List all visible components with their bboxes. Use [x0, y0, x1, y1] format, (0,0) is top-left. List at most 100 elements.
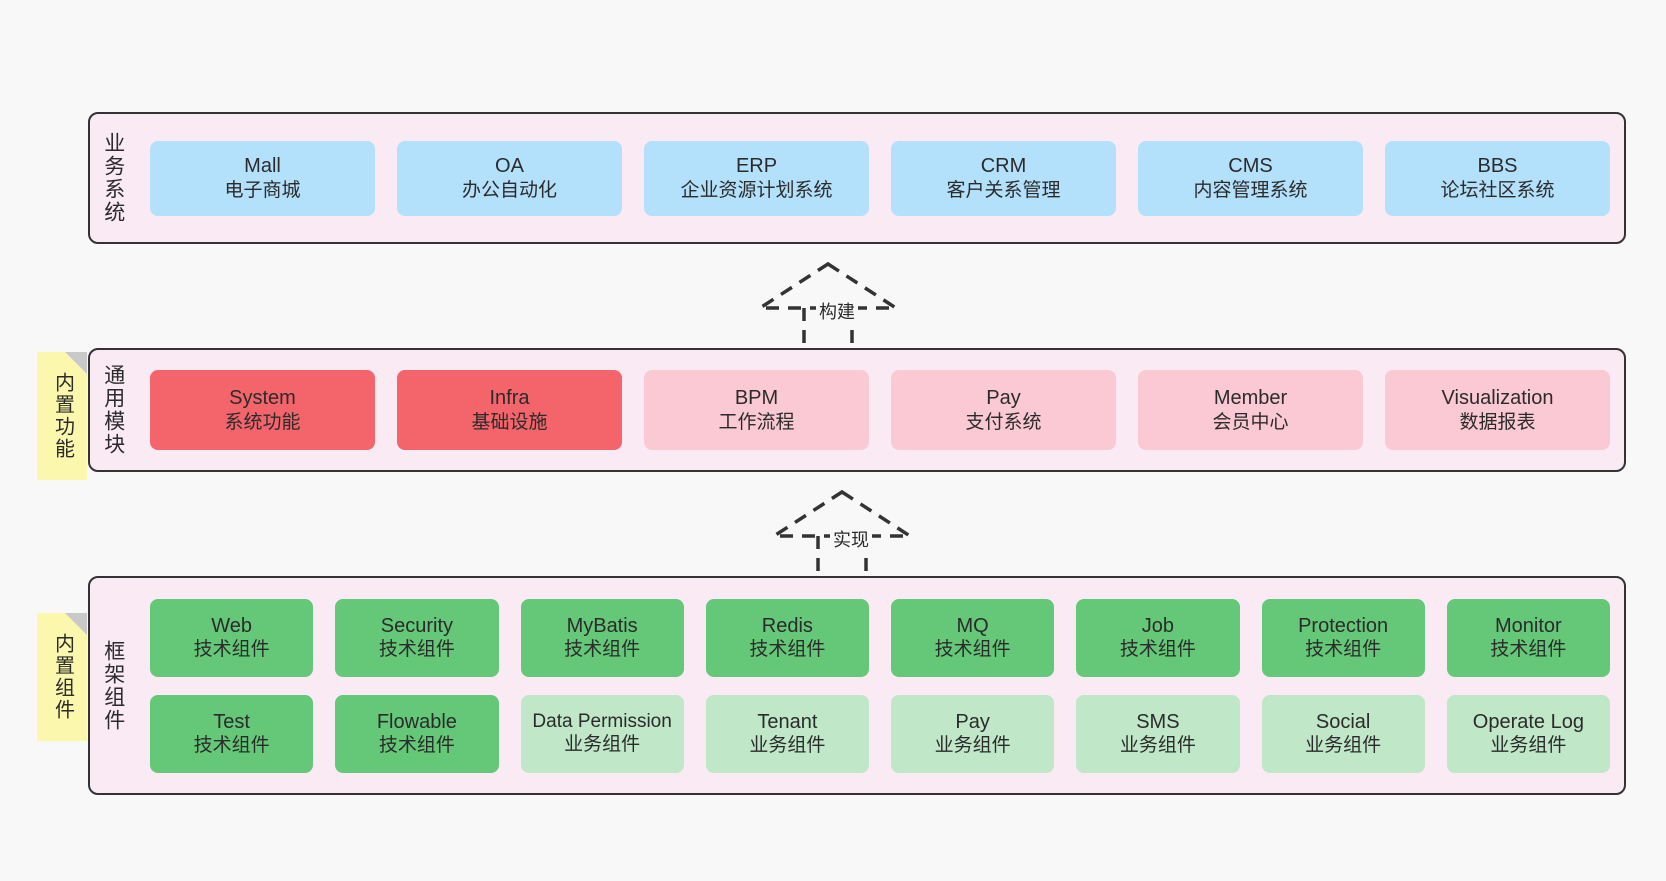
node-cms[interactable]: CMS 内容管理系统: [1138, 140, 1363, 216]
node-subtitle: 技术组件: [193, 735, 270, 757]
node-subtitle: 业务组件: [1119, 735, 1196, 757]
section-framework-components: 框架组件 Web 技术组件 Security 技术组件 MyBatis 技术组件…: [88, 576, 1626, 795]
section-body-business-systems: Mall 电子商城 OA 办公自动化 ERP 企业资源计划系统 CRM 客户关系…: [136, 114, 1624, 242]
node-subtitle: 业务组件: [934, 735, 1011, 757]
node-title: Data Permission: [532, 710, 672, 732]
node-subtitle: 技术组件: [378, 639, 455, 661]
node-subtitle: 业务组件: [1490, 735, 1567, 757]
node-subtitle: 技术组件: [749, 639, 826, 661]
node-title: BPM: [734, 387, 779, 410]
node-title: Web: [211, 614, 252, 637]
node-title: CRM: [980, 155, 1027, 178]
node-title: MQ: [956, 614, 989, 637]
node-subtitle: 技术组件: [378, 735, 455, 757]
node-title: Redis: [761, 614, 813, 637]
node-subtitle: 数据报表: [1459, 411, 1536, 433]
node-pay-component[interactable]: Pay 业务组件: [891, 694, 1055, 773]
node-subtitle: 业务组件: [564, 734, 641, 756]
node-bbs[interactable]: BBS 论坛社区系统: [1385, 140, 1610, 216]
section-title-business-systems: 业务系统: [101, 132, 125, 224]
node-mybatis[interactable]: MyBatis 技术组件: [520, 598, 684, 677]
section-body-common-modules: System 系统功能 Infra 基础设施 BPM 工作流程 Pay 支付系统…: [136, 350, 1624, 470]
node-row: Web 技术组件 Security 技术组件 MyBatis 技术组件 Redi…: [150, 598, 1610, 677]
node-crm[interactable]: CRM 客户关系管理: [891, 140, 1116, 216]
note-label: 内置功能: [51, 372, 74, 460]
node-erp[interactable]: ERP 企业资源计划系统: [644, 140, 869, 216]
node-subtitle: 论坛社区系统: [1440, 179, 1555, 201]
node-mall[interactable]: Mall 电子商城: [150, 140, 375, 216]
section-title-common-modules: 通用模块: [101, 364, 125, 456]
node-infra[interactable]: Infra 基础设施: [397, 370, 622, 450]
node-title: Operate Log: [1472, 710, 1584, 733]
node-title: Member: [1213, 387, 1288, 410]
node-subtitle: 电子商城: [224, 179, 301, 201]
node-title: Security: [380, 614, 453, 637]
node-title: CMS: [1228, 155, 1273, 178]
node-subtitle: 技术组件: [1119, 639, 1196, 661]
node-flowable[interactable]: Flowable 技术组件: [335, 694, 499, 773]
connector-implement-label: 实现: [830, 526, 872, 552]
node-title: Pay: [955, 710, 990, 733]
node-subtitle: 技术组件: [564, 639, 641, 661]
node-subtitle: 技术组件: [193, 639, 270, 661]
node-test[interactable]: Test 技术组件: [150, 694, 314, 773]
node-web[interactable]: Web 技术组件: [150, 598, 314, 677]
note-builtin-components: 内置组件: [37, 613, 87, 741]
node-job[interactable]: Job 技术组件: [1076, 598, 1240, 677]
node-oa[interactable]: OA 办公自动化: [397, 140, 622, 216]
node-subtitle: 工作流程: [718, 411, 795, 433]
node-operate-log[interactable]: Operate Log 业务组件: [1446, 694, 1610, 773]
node-subtitle: 技术组件: [1305, 639, 1382, 661]
node-title: SMS: [1136, 710, 1180, 733]
node-subtitle: 企业资源计划系统: [680, 179, 833, 201]
node-title: Mall: [244, 155, 281, 178]
node-data-permission[interactable]: Data Permission 业务组件: [520, 694, 684, 773]
node-subtitle: 基础设施: [471, 411, 548, 433]
node-subtitle: 内容管理系统: [1193, 179, 1308, 201]
note-builtin-features: 内置功能: [37, 352, 87, 480]
node-subtitle: 业务组件: [1305, 735, 1382, 757]
connector-implement: 实现: [768, 489, 916, 580]
connector-build: 构建: [754, 261, 902, 352]
node-sms[interactable]: SMS 业务组件: [1076, 694, 1240, 773]
node-title: Tenant: [757, 710, 818, 733]
node-subtitle: 会员中心: [1212, 411, 1289, 433]
node-subtitle: 客户关系管理: [946, 179, 1061, 201]
node-title: Social: [1315, 710, 1371, 733]
section-body-framework-components: Web 技术组件 Security 技术组件 MyBatis 技术组件 Redi…: [136, 578, 1624, 793]
node-subtitle: 支付系统: [965, 411, 1042, 433]
node-member[interactable]: Member 会员中心: [1138, 370, 1363, 450]
node-subtitle: 系统功能: [224, 411, 301, 433]
node-subtitle: 技术组件: [1490, 639, 1567, 661]
node-visualization[interactable]: Visualization 数据报表: [1385, 370, 1610, 450]
node-protection[interactable]: Protection 技术组件: [1261, 598, 1425, 677]
node-title: Test: [213, 710, 250, 733]
node-row: Mall 电子商城 OA 办公自动化 ERP 企业资源计划系统 CRM 客户关系…: [150, 140, 1610, 216]
node-title: Pay: [986, 387, 1021, 410]
node-monitor[interactable]: Monitor 技术组件: [1446, 598, 1610, 677]
node-redis[interactable]: Redis 技术组件: [705, 598, 869, 677]
node-subtitle: 办公自动化: [461, 179, 557, 201]
node-tenant[interactable]: Tenant 业务组件: [705, 694, 869, 773]
node-title: Infra: [489, 387, 530, 410]
node-title: Protection: [1298, 614, 1389, 637]
node-system[interactable]: System 系统功能: [150, 370, 375, 450]
node-pay-module[interactable]: Pay 支付系统: [891, 370, 1116, 450]
section-business-systems: 业务系统 Mall 电子商城 OA 办公自动化 ERP 企业资源计划系统 CRM…: [88, 112, 1626, 244]
node-title: MyBatis: [566, 614, 638, 637]
node-title: Flowable: [376, 710, 457, 733]
connector-build-label: 构建: [816, 298, 858, 324]
note-label: 内置组件: [51, 633, 74, 721]
section-title-framework-components: 框架组件: [101, 639, 125, 732]
node-security[interactable]: Security 技术组件: [335, 598, 499, 677]
node-mq[interactable]: MQ 技术组件: [891, 598, 1055, 677]
node-social[interactable]: Social 业务组件: [1261, 694, 1425, 773]
node-title: OA: [495, 155, 524, 178]
node-row: System 系统功能 Infra 基础设施 BPM 工作流程 Pay 支付系统…: [150, 370, 1610, 450]
node-title: BBS: [1477, 155, 1518, 178]
node-title: ERP: [735, 155, 778, 178]
node-bpm[interactable]: BPM 工作流程: [644, 370, 869, 450]
node-row: Test 技术组件 Flowable 技术组件 Data Permission …: [150, 694, 1610, 773]
node-title: Job: [1141, 614, 1174, 637]
